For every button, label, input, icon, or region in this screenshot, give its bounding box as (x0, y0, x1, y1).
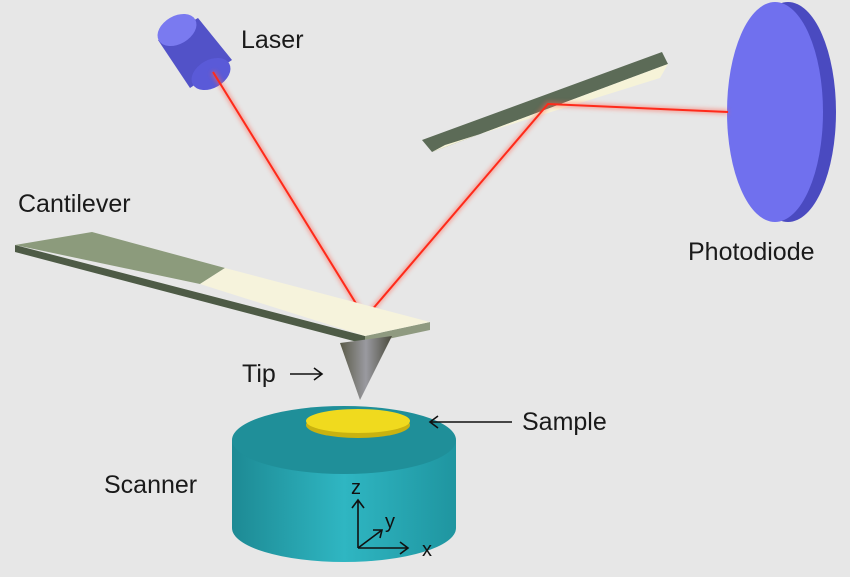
y-axis-label: y (385, 511, 395, 533)
scanner-label: Scanner (104, 471, 197, 499)
pointer-arrows (290, 367, 512, 555)
z-axis-arrow-icon (351, 498, 365, 548)
laser-beam (210, 70, 729, 323)
sample-label: Sample (522, 408, 607, 436)
laser-source (157, 13, 232, 91)
laser-label: Laser (241, 26, 304, 54)
y-axis-arrow-icon (357, 529, 384, 549)
mirror (422, 52, 668, 152)
tip-label: Tip (242, 360, 276, 388)
tip (340, 336, 392, 400)
x-axis-label: x (422, 539, 432, 561)
z-axis-label: z (351, 477, 361, 499)
sample (306, 409, 410, 438)
tip-arrow-icon (290, 367, 324, 381)
x-axis-arrow-icon (358, 541, 410, 555)
photodiode (727, 2, 836, 222)
cantilever-label: Cantilever (18, 190, 131, 218)
photodiode-label: Photodiode (688, 238, 815, 266)
sample-arrow-icon (428, 415, 512, 429)
cantilever (15, 232, 430, 344)
